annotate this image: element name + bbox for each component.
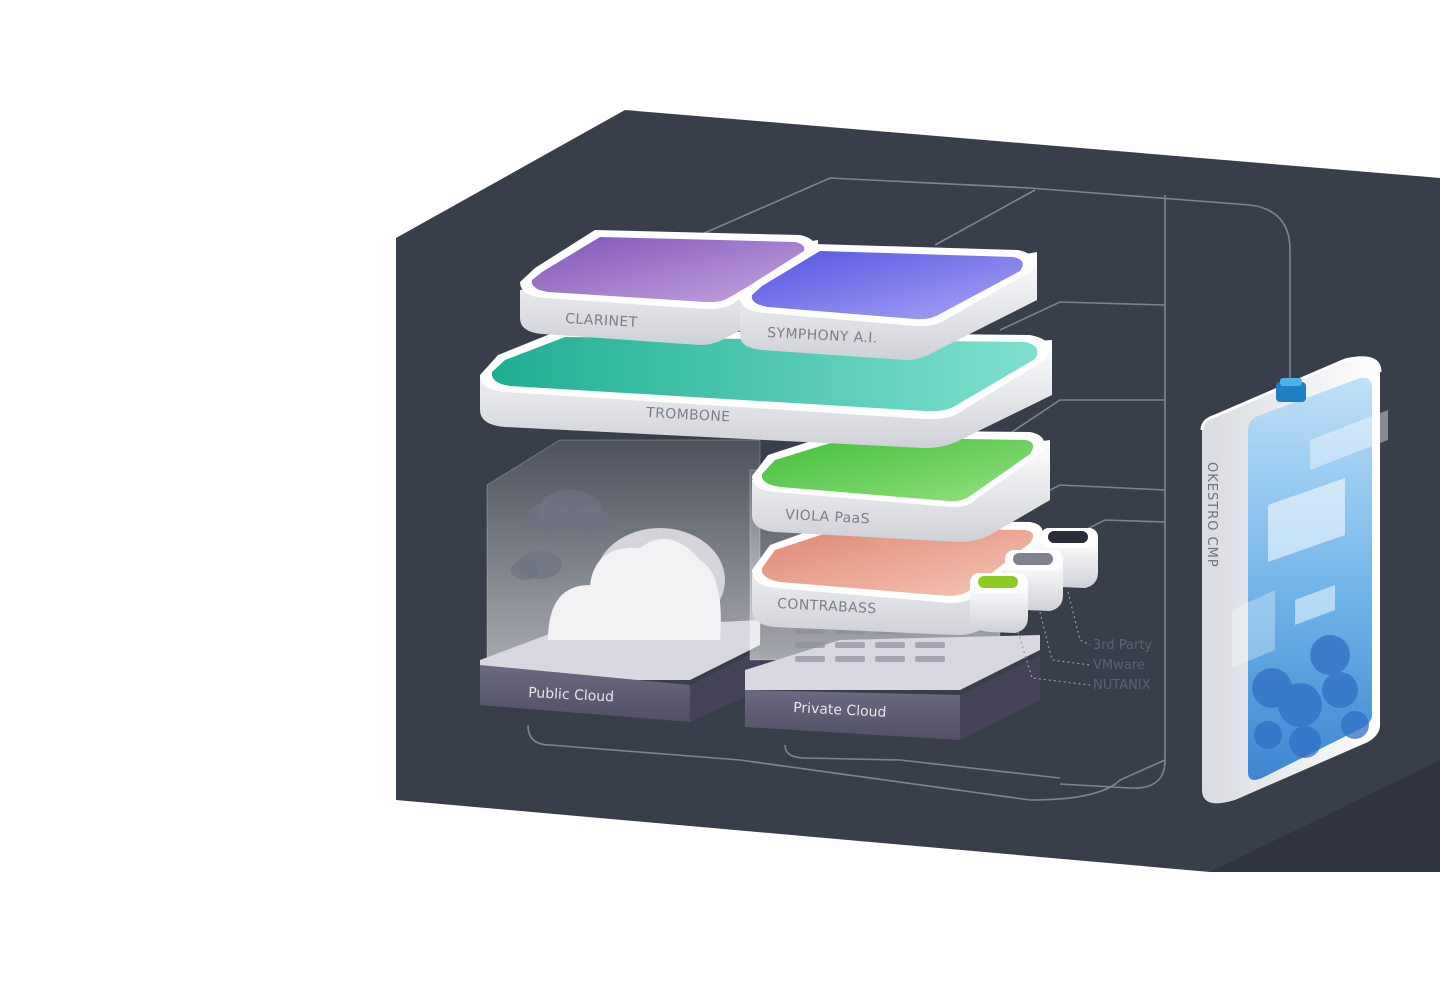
public-cloud-label: Public Cloud	[528, 685, 615, 705]
private-cloud-base-top	[745, 635, 1040, 690]
viola-surface	[761, 437, 1034, 502]
symphony-label: SYMPHONY A.I.	[767, 325, 878, 347]
okestro-cmp-device: OKESTRO CMP	[1200, 356, 1388, 804]
cmp-label: OKESTRO CMP	[1204, 462, 1219, 568]
trombone-label: TROMBONE	[645, 405, 731, 425]
symphony-surface	[751, 251, 1023, 320]
public-cloud-base-right	[690, 650, 760, 722]
public-cloud-stack: Public Cloud	[480, 439, 761, 722]
public-cloud-base-side	[480, 665, 690, 722]
private-cloud-base-right	[960, 655, 1040, 740]
private-cloud-base-side	[745, 690, 960, 740]
contrabass-label: CONTRABASS	[777, 596, 877, 617]
hypervisor-connectors: 3rd Party VMware NUTANIX	[970, 528, 1152, 693]
module-viola: VIOLA PaaS	[752, 430, 1050, 542]
hypervisor-label-3rd-party: 3rd Party	[1093, 638, 1152, 653]
hypervisor-label-nutanix: NUTANIX	[1093, 678, 1151, 693]
private-cloud-label: Private Cloud	[793, 700, 887, 721]
clarinet-surface	[531, 237, 805, 303]
module-symphony: SYMPHONY A.I.	[740, 244, 1037, 360]
module-contrabass: CONTRABASS	[752, 520, 1050, 636]
cloud-icon	[511, 490, 725, 640]
cmp-port-icon	[1276, 378, 1306, 402]
viola-label: VIOLA PaaS	[785, 507, 870, 527]
cmp-screen-circles	[1252, 635, 1369, 758]
connector-nutanix	[970, 573, 1028, 633]
module-clarinet: CLARINET	[520, 230, 818, 345]
clarinet-label: CLARINET	[565, 311, 638, 331]
connection-lines	[527, 177, 1291, 801]
module-trombone: TROMBONE	[480, 330, 1052, 448]
cmp-screen-panels	[1232, 410, 1388, 668]
contrabass-surface	[761, 527, 1034, 596]
hypervisor-label-vmware: VMware	[1093, 658, 1145, 673]
box-right-panel	[1210, 760, 1440, 872]
